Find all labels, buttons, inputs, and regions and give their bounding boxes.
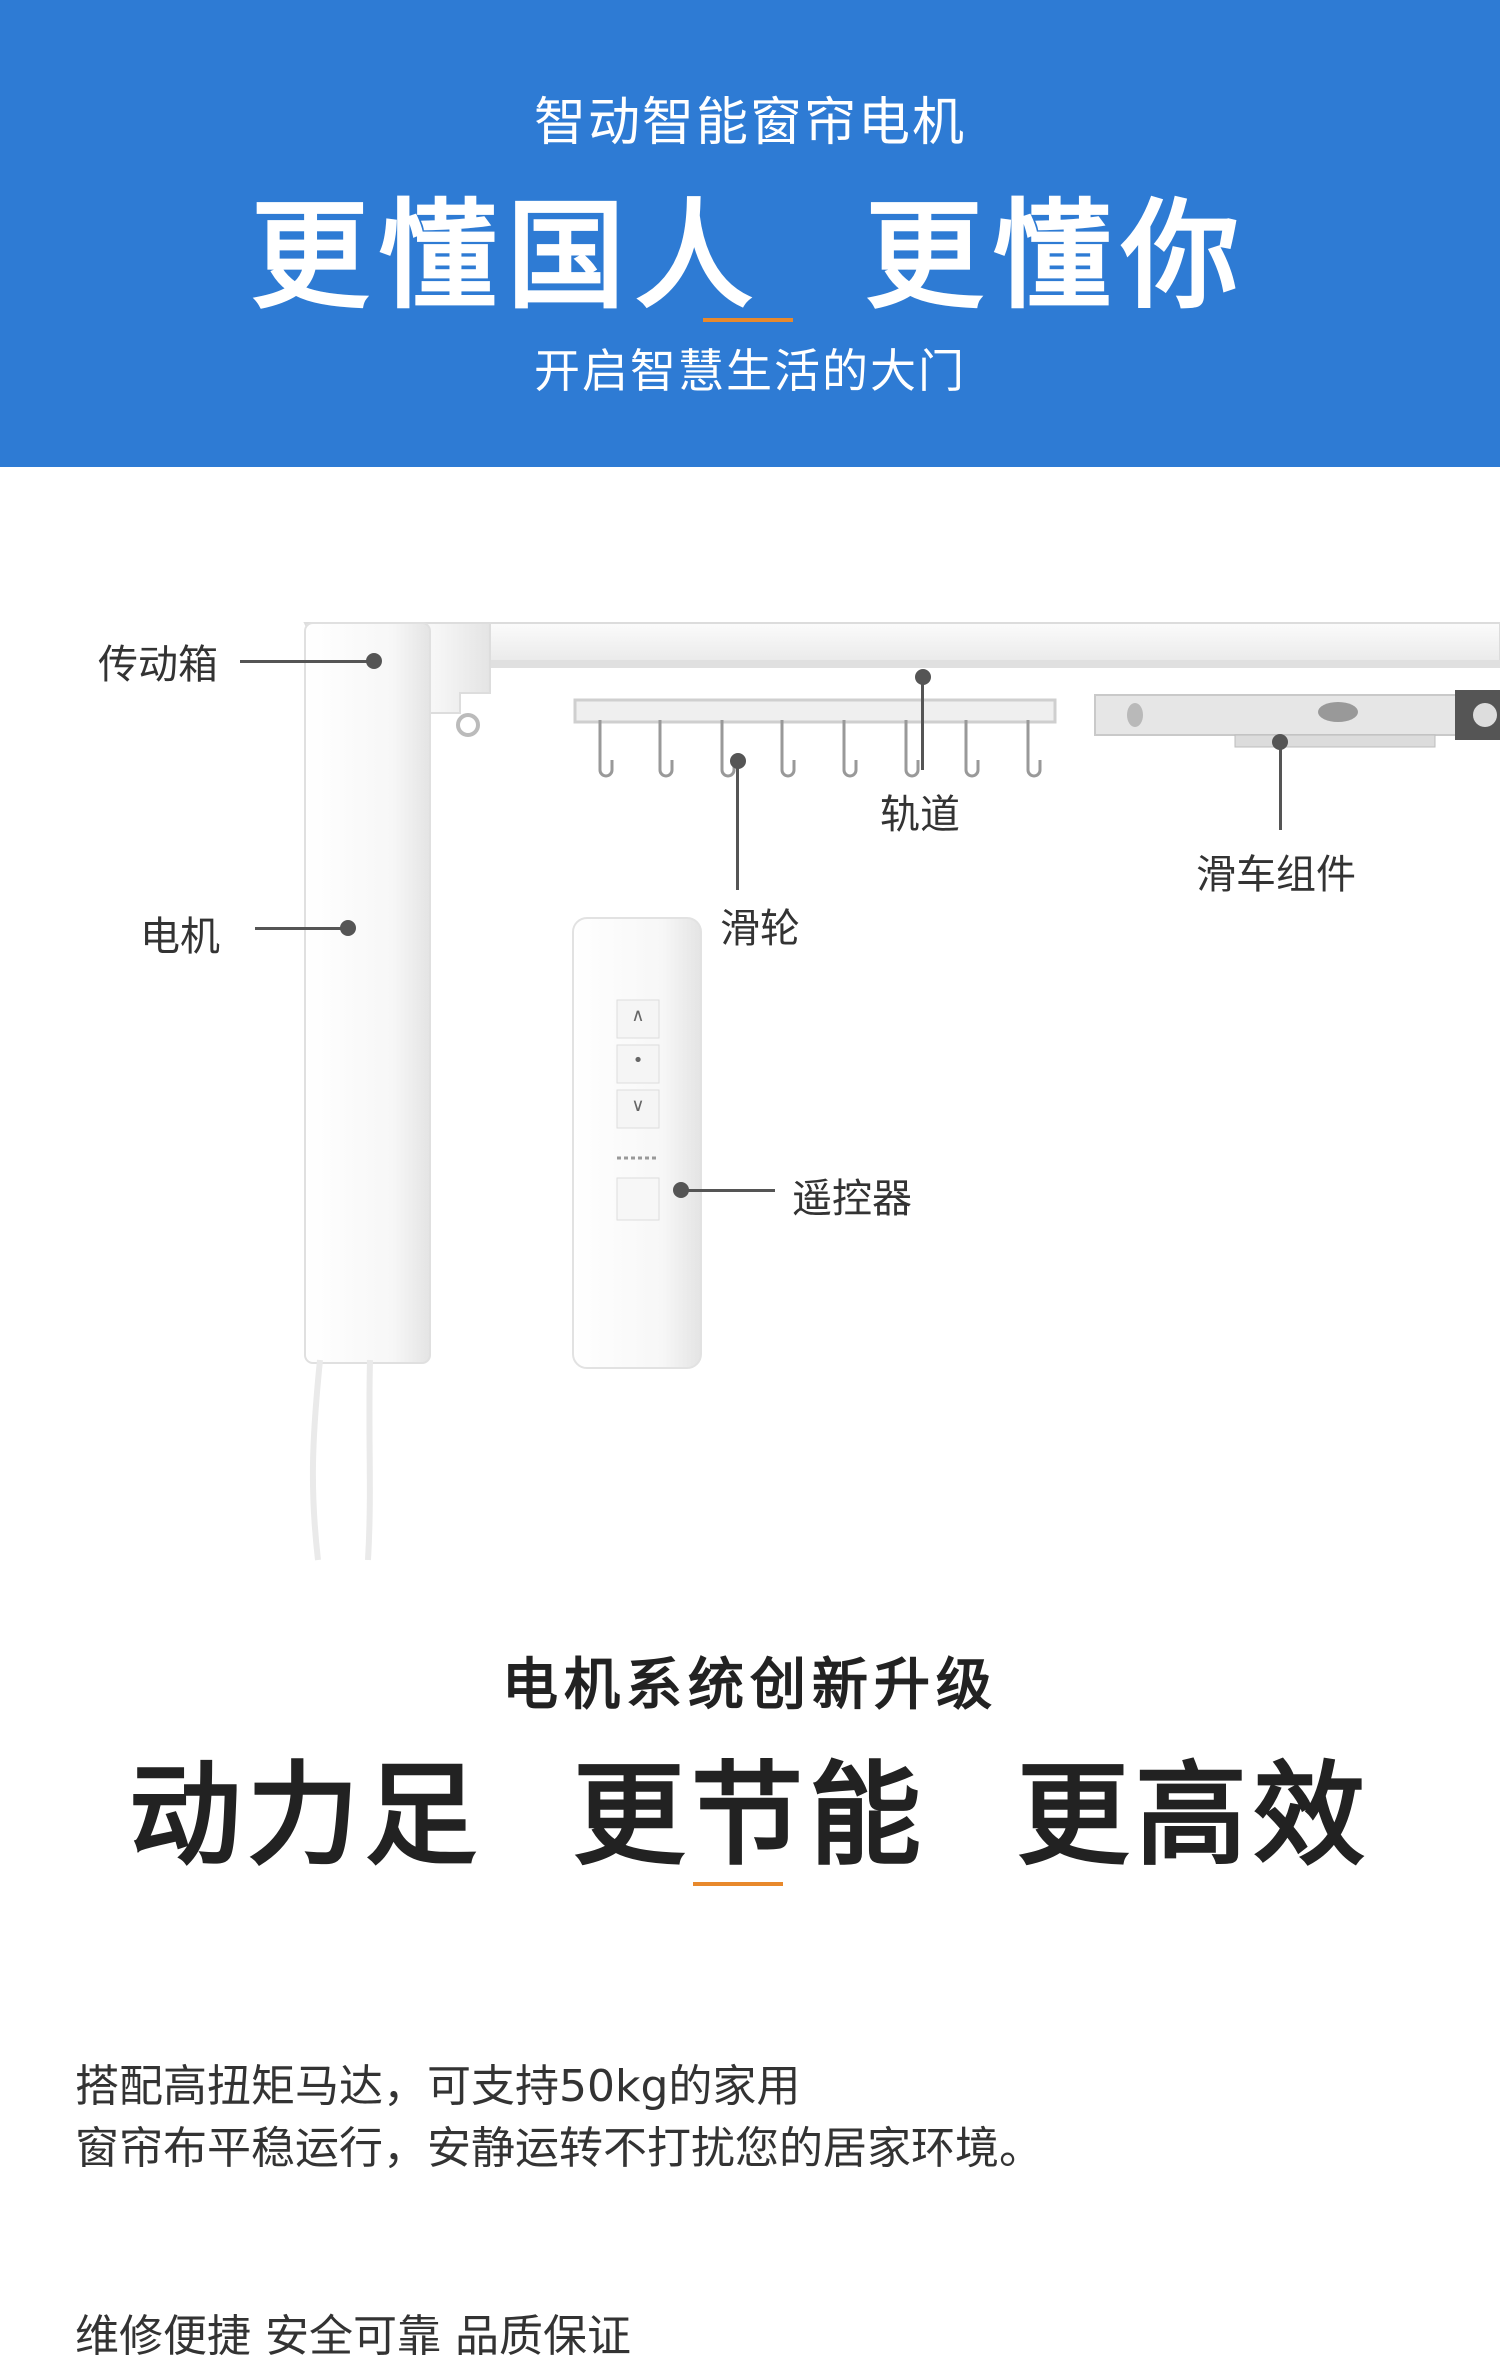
motor-unit — [303, 622, 491, 1561]
label-gearbox: 传动箱 — [98, 642, 218, 688]
curtain-motor-diagram — [303, 622, 1500, 1561]
callout-trolley-dot — [1272, 734, 1288, 750]
section-headline: 动力足 更节能 更高效 — [129, 1751, 1371, 1881]
callout-gearbox-dot — [366, 653, 382, 669]
callout-remote-dot — [673, 1182, 689, 1198]
label-motor: 电机 — [140, 914, 220, 960]
callout-motor — [255, 927, 350, 930]
banner-divider — [703, 318, 793, 322]
description-line-2: 窗帘布平稳运行，安静运转不打扰您的居家环境。 — [75, 2123, 1043, 2174]
banner-subtitle: 智动智能窗帘电机 — [533, 93, 966, 153]
banner-tagline: 开启智慧生活的大门 — [534, 344, 966, 398]
header-banner: 智动智能窗帘电机 更懂国人 更懂你 开启智慧生活的大门 — [0, 0, 1500, 467]
trolley-assembly — [1094, 690, 1500, 748]
callout-pulley — [736, 765, 739, 890]
callout-gearbox — [240, 660, 370, 663]
section-divider — [693, 1882, 783, 1886]
callout-motor-dot — [340, 920, 356, 936]
pulley-hooks — [573, 698, 1057, 778]
label-remote: 遥控器 — [792, 1176, 912, 1222]
label-trolley: 滑车组件 — [1196, 852, 1356, 898]
label-pulley: 滑轮 — [720, 906, 800, 952]
banner-headline: 更懂国人 更懂你 — [250, 187, 1250, 325]
callout-pulley-dot — [730, 753, 746, 769]
description-line-1: 搭配高扭矩马达，可支持50kg的家用 — [75, 2061, 801, 2112]
remote-stop-button: • — [632, 1050, 644, 1071]
callout-track — [921, 680, 924, 770]
callout-trolley — [1279, 745, 1282, 830]
callout-remote — [685, 1189, 775, 1192]
track-rail — [489, 622, 1500, 668]
remote-down-button: ∨ — [631, 1095, 645, 1116]
label-track: 轨道 — [880, 792, 960, 838]
cutoff-feature-text: 维修便捷 安全可靠 品质保证 — [75, 2311, 631, 2362]
section-subtitle: 电机系统创新升级 — [502, 1653, 998, 1718]
remote-control — [572, 917, 702, 1369]
callout-track-dot — [915, 669, 931, 685]
remote-up-button: ∧ — [631, 1005, 645, 1026]
